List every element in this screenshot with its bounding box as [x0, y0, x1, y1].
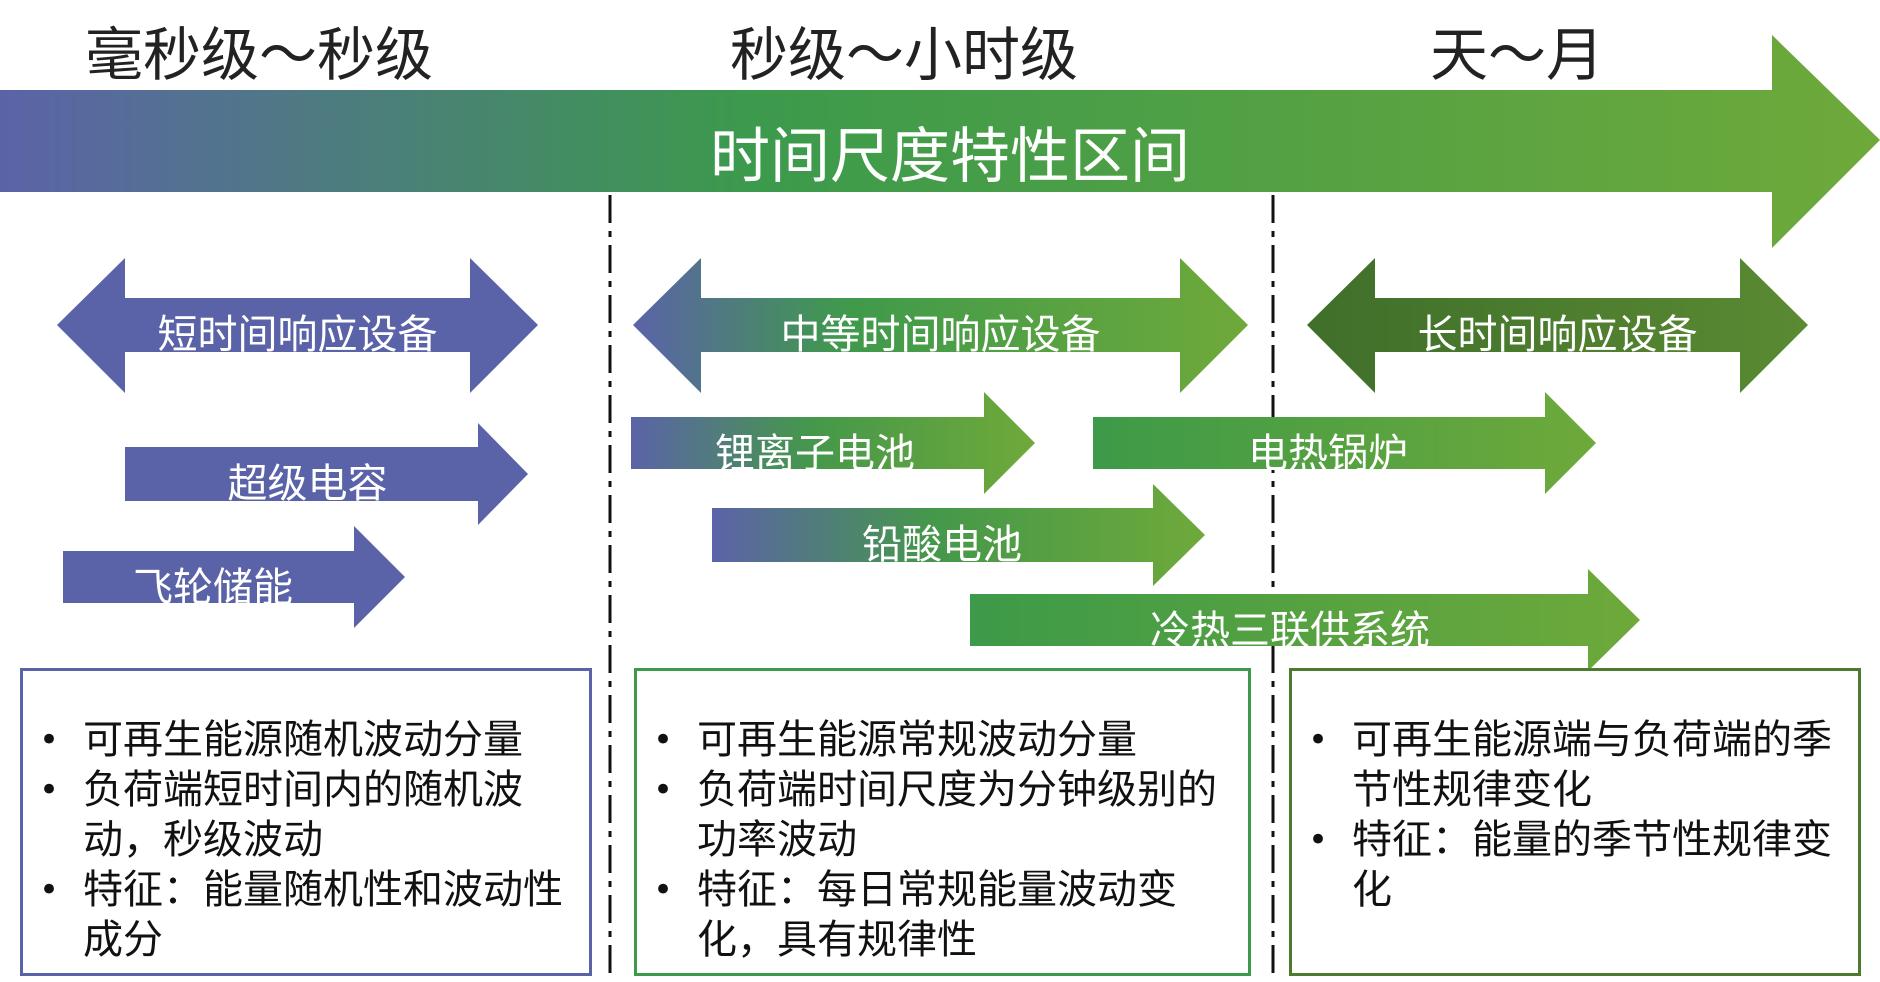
supercap-arrow [125, 423, 528, 525]
header-s-to-h: 秒级～小时级 [730, 21, 1079, 89]
short-response-label: 短时间响应设备 [157, 312, 438, 358]
short-description-box: 可再生能源随机波动分量 负荷端短时间内的随机波动，秒级波动 特征：能量随机性和波… [20, 668, 592, 976]
li-battery-label: 锂离子电池 [715, 431, 915, 477]
cchp-arrow [970, 569, 1640, 671]
short-desc-item: 可再生能源随机波动分量 [23, 715, 579, 765]
medium-desc-item: 负荷端时间尺度为分钟级别的功率波动 [637, 765, 1238, 865]
cchp-label: 冷热三联供系统 [1150, 608, 1430, 654]
long-response-label: 长时间响应设备 [1417, 312, 1698, 358]
medium-desc-item: 特征：每日常规能量波动变化，具有规律性 [637, 865, 1238, 965]
medium-desc-item: 可再生能源常规波动分量 [637, 715, 1238, 765]
medium-response-label: 中等时间响应设备 [780, 312, 1101, 358]
medium-response-double-arrow [633, 258, 1248, 393]
medium-description-box: 可再生能源常规波动分量 负荷端时间尺度为分钟级别的功率波动 特征：每日常规能量波… [634, 668, 1251, 976]
lead-acid-label: 铅酸电池 [862, 522, 1022, 568]
short-desc-item: 负荷端短时间内的随机波动，秒级波动 [23, 765, 579, 865]
long-response-double-arrow [1307, 258, 1808, 393]
short-desc-item: 特征：能量随机性和波动性成分 [23, 865, 579, 965]
short-response-double-arrow [57, 258, 538, 393]
long-desc-item: 可再生能源端与负荷端的季节性规律变化 [1292, 715, 1844, 815]
lead-acid-arrow [712, 484, 1205, 586]
long-description-box: 可再生能源端与负荷端的季节性规律变化 特征：能量的季节性规律变化 [1289, 668, 1861, 976]
supercap-label: 超级电容 [227, 461, 388, 507]
long-desc-item: 特征：能量的季节性规律变化 [1292, 815, 1844, 915]
time-scale-label: 时间尺度特性区间 [710, 122, 1190, 192]
electric-boiler-label: 电热锅炉 [1248, 431, 1408, 477]
time-scale-arrow [0, 35, 1880, 248]
flywheel-arrow [63, 526, 405, 628]
li-battery-arrow [631, 392, 1035, 494]
header-ms-to-s: 毫秒级～秒级 [85, 21, 434, 89]
electric-boiler-arrow [1093, 392, 1596, 494]
header-day-to-month: 天～月 [1430, 21, 1605, 89]
flywheel-label: 飞轮储能 [133, 565, 293, 611]
